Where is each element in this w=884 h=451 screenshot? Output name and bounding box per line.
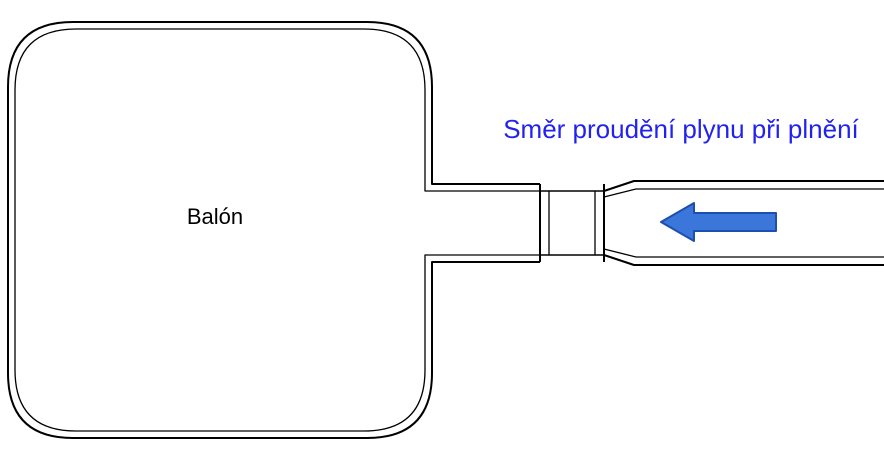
apparatus-outline-group xyxy=(7,21,884,439)
flow-direction-label: Směr proudění plynu při plnění xyxy=(503,114,859,144)
outlet-tube-inner-bottom-line xyxy=(603,248,884,258)
outlet-tube-outer-bottom-line xyxy=(603,254,884,266)
balloon-inner-outline xyxy=(14,28,540,432)
outlet-tube-inner-top-line xyxy=(603,188,884,198)
balloon-outer-outline xyxy=(7,21,540,439)
outlet-tube-outer-top-line xyxy=(603,180,884,192)
balloon-label: Balón xyxy=(187,204,243,229)
flow-arrow-icon xyxy=(660,202,777,242)
